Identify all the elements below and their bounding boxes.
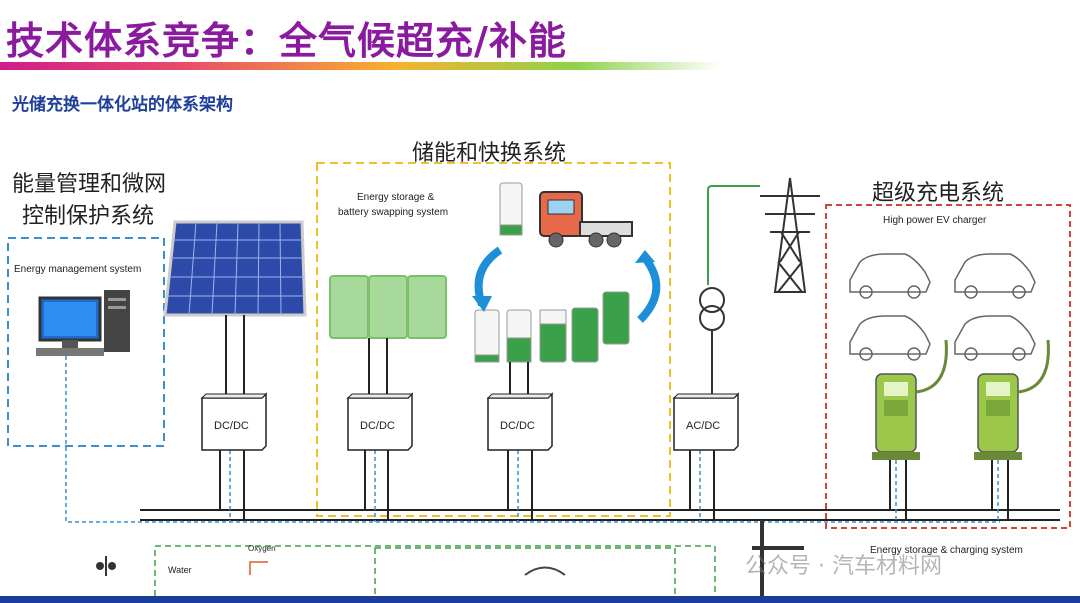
- storage-swap-label-line2: battery swapping system: [338, 207, 449, 218]
- converter-box-3: [486, 392, 554, 451]
- converter-2-label: DC/DC: [360, 420, 395, 432]
- page-subtitle: 光储充换一体化站的体系架构: [12, 95, 233, 115]
- battery-pack-icon: [329, 275, 447, 339]
- page-title: 技术体系竞争：全气候超充/补能: [6, 19, 567, 63]
- converter-box-4: [672, 392, 740, 451]
- water-label: Water: [168, 565, 192, 575]
- oxygen-label: Oxygen: [248, 544, 276, 553]
- title-gradient-bar: [0, 62, 720, 70]
- hydrogen-system-box: [154, 545, 716, 603]
- storage-swap-label-line1: Energy storage &: [357, 192, 435, 203]
- energy-mgmt-heading-line1: 能量管理和微网: [12, 172, 167, 197]
- footer-bar: [0, 596, 1080, 603]
- storage-swap-box: [316, 162, 671, 517]
- converter-3-label: DC/DC: [500, 420, 535, 432]
- energy-mgmt-heading-line2: 控制保护系统: [22, 204, 155, 229]
- ev-charger-icon: [872, 339, 1050, 460]
- transmission-tower-icon: [760, 177, 820, 293]
- supercharge-label: High power EV charger: [883, 215, 987, 226]
- converter-box-2: [346, 392, 414, 451]
- swap-truck-icon: [539, 191, 633, 248]
- converter-box-1: [200, 392, 268, 451]
- energy-mgmt-box: [7, 237, 165, 447]
- converter-4-label: AC/DC: [686, 420, 721, 432]
- storage-charging-label: Energy storage & charging system: [870, 545, 1023, 556]
- supercharge-box: [825, 204, 1071, 529]
- storage-swap-heading: 储能和快换系统: [412, 141, 567, 166]
- energy-mgmt-label: Energy management system: [14, 264, 142, 275]
- sensor-icon: [96, 562, 104, 570]
- computer-icon: [36, 290, 130, 356]
- ev-car-icon: [849, 253, 1036, 361]
- cycle-arrow-right: [637, 255, 661, 323]
- solar-panel-icon: [163, 220, 307, 317]
- supercharge-heading: 超级充电系统: [872, 181, 1005, 206]
- converter-1-label: DC/DC: [214, 420, 249, 432]
- watermark-text: 公众号 · 汽车材料网: [745, 554, 942, 579]
- transformer-icon: [699, 287, 725, 313]
- battery-sequence-icon: [474, 182, 630, 363]
